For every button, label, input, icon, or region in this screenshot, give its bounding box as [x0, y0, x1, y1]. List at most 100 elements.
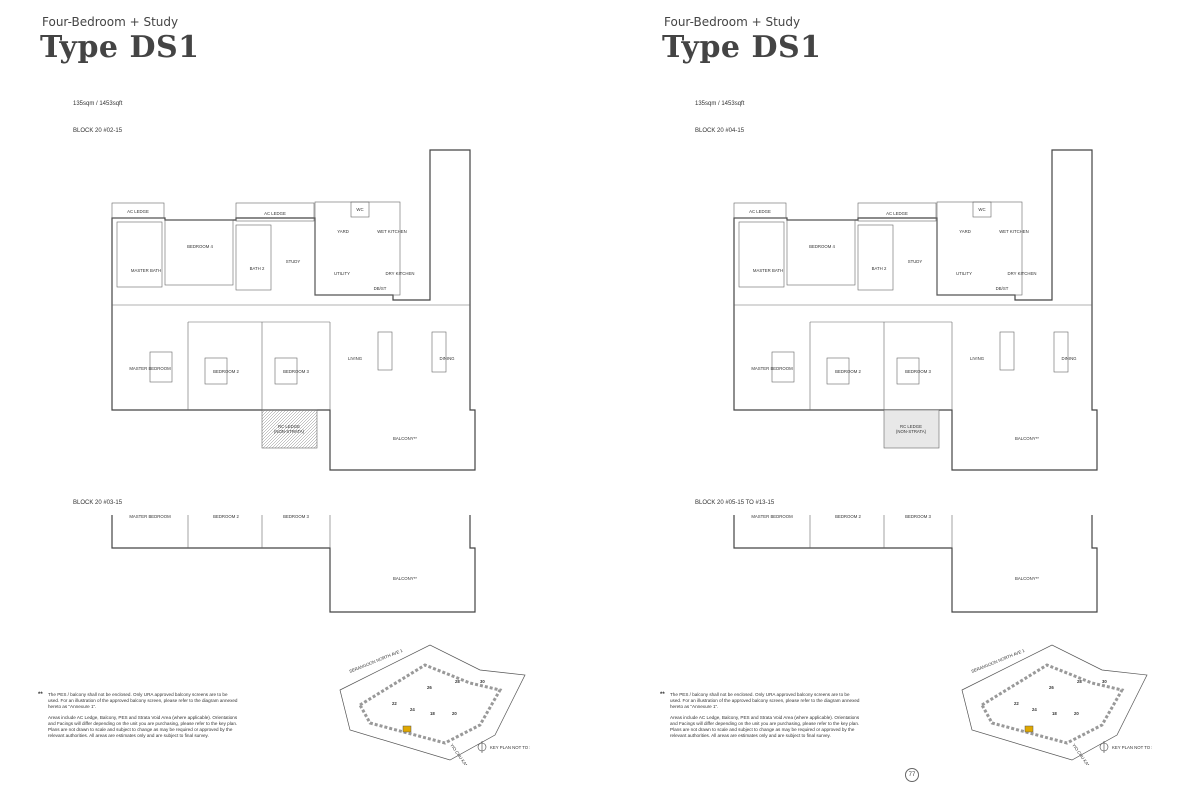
room-label-bedroom4: BEDROOM 4	[187, 244, 213, 249]
room-label-living: LIVING	[348, 356, 363, 361]
room-label-balcony: BALCONY**	[393, 436, 417, 441]
room-label-bath2: BATH 2	[250, 266, 265, 271]
kitchen-outline	[936, 201, 1023, 296]
brochure-page-left: Four-Bedroom + Study Type DS1 135sqm / 1…	[38, 15, 530, 765]
room-label-living: LIVING	[970, 356, 985, 361]
room-label-bedroom3: BEDROOM 3	[283, 514, 309, 519]
note-asterisk: **	[660, 692, 665, 698]
unit-area: 135sqm / 1453sqft	[695, 101, 745, 107]
room-label-rc-ledge: RC LEDGE	[278, 424, 300, 429]
room-label-ac-ledge: AC LEDGE	[264, 211, 286, 216]
room-label-bedroom2: BEDROOM 2	[835, 369, 861, 374]
key-plan-scale-note: KEY PLAN NOT TO SCALE	[1112, 745, 1152, 750]
bed3	[274, 357, 298, 385]
room-label-dry-kitchen: DRY KITCHEN	[386, 271, 415, 276]
room-label-wet-kitchen: WET KITCHEN	[999, 229, 1029, 234]
lower-plan-outline	[733, 515, 1098, 613]
highlighted-unit	[1024, 725, 1034, 733]
bedroom4-outline	[786, 219, 856, 286]
block-label-alt: BLOCK 20 #05-15 TO #13-15	[695, 500, 775, 506]
note-areas: Areas include AC Ledge, Balcony, PES and…	[670, 715, 860, 738]
room-label-balcony: BALCONY**	[393, 576, 417, 581]
room-label-study: STUDY	[286, 259, 301, 264]
bed3	[896, 357, 920, 385]
floor-plan: AC LEDGE AC LEDGE BEDROOM 4 MASTER BATH BATH…	[111, 149, 476, 613]
note-balcony: The PES / balcony shall not be enclosed.…	[48, 692, 238, 709]
block-number: 22	[392, 701, 397, 706]
dining-table	[431, 331, 447, 373]
room-label-utility: UTILITY	[956, 271, 972, 276]
block-label-main: BLOCK 20 #02-15	[73, 128, 123, 134]
lower-plan-outline	[111, 515, 476, 613]
room-label-master-bath: MASTER BATH	[131, 268, 161, 273]
block-number: 28	[455, 679, 460, 684]
notes-block: ** The PES / balcony shall not be enclos…	[38, 692, 238, 744]
wc-outline	[972, 201, 992, 218]
block-ring	[979, 663, 1125, 745]
dining-table	[1053, 331, 1069, 373]
floor-plan: AC LEDGE AC LEDGE BEDROOM 4 MASTER BATH BATH…	[733, 149, 1098, 613]
kitchen-outline	[314, 201, 401, 296]
bedroom4-outline	[164, 219, 234, 286]
unit-category: Four-Bedroom + Study	[664, 15, 801, 29]
block-number: 18	[430, 711, 435, 716]
room-label-ac-ledge: AC LEDGE	[127, 209, 149, 214]
room-label-bedroom3: BEDROOM 3	[905, 514, 931, 519]
room-label-dry-kitchen: DRY KITCHEN	[1008, 271, 1037, 276]
page-number: 77	[905, 768, 919, 782]
room-label-master-bath: MASTER BATH	[753, 268, 783, 273]
wc-outline	[350, 201, 370, 218]
rc-ledge	[883, 409, 940, 449]
room-label-study: STUDY	[908, 259, 923, 264]
room-label-ac-ledge: AC LEDGE	[749, 209, 771, 214]
room-label-master-bedroom: MASTER BEDROOM	[129, 514, 171, 519]
master-bed	[149, 351, 173, 383]
block-label-main: BLOCK 20 #04-15	[695, 128, 745, 134]
bed2	[204, 357, 228, 385]
room-label-dining: DINING	[1061, 356, 1077, 361]
room-label-yard: YARD	[959, 229, 971, 234]
room-label-balcony: BALCONY**	[1015, 436, 1039, 441]
block-number: 26	[427, 685, 432, 690]
room-label-dining: DINING	[439, 356, 455, 361]
highlighted-unit	[402, 725, 412, 733]
block-ring	[357, 663, 503, 745]
block-number: 18	[1052, 711, 1057, 716]
room-label-wc: WC	[978, 207, 985, 212]
unit-category: Four-Bedroom + Study	[42, 15, 179, 29]
block-number: 24	[1032, 707, 1037, 712]
site-boundary	[961, 644, 1148, 761]
room-label-bedroom4: BEDROOM 4	[809, 244, 835, 249]
room-label-bedroom2: BEDROOM 2	[835, 514, 861, 519]
room-label-ac-ledge: AC LEDGE	[886, 211, 908, 216]
block-number: 28	[1077, 679, 1082, 684]
room-label-wc: WC	[356, 207, 363, 212]
block-number: 30	[480, 679, 485, 684]
block-number: 24	[410, 707, 415, 712]
bath2-outline	[857, 224, 894, 291]
ac-ledge-middle	[235, 202, 315, 222]
unit-type-title: Type DS1	[662, 30, 822, 65]
room-label-rc-ledge: (NON-STRATA)	[896, 429, 927, 434]
ac-ledge-left	[733, 202, 787, 219]
room-label-master-bedroom: MASTER BEDROOM	[751, 514, 793, 519]
room-label-yard: YARD	[337, 229, 349, 234]
unit-area: 135sqm / 1453sqft	[73, 101, 123, 107]
ac-ledge-middle	[857, 202, 937, 222]
room-label-db-st: DB/ST	[374, 286, 387, 291]
block-number: 30	[1102, 679, 1107, 684]
master-bath-outline	[116, 221, 163, 288]
block-number: 22	[1014, 701, 1019, 706]
block-label-alt: BLOCK 20 #03-15	[73, 500, 123, 506]
road-label: SERANGOON NORTH AVE 1	[349, 648, 404, 674]
block-number: 20	[1074, 711, 1079, 716]
site-boundary	[339, 644, 526, 761]
ac-ledge-left	[111, 202, 165, 219]
room-label-bedroom2: BEDROOM 2	[213, 514, 239, 519]
room-label-bedroom2: BEDROOM 2	[213, 369, 239, 374]
block-number: 26	[1049, 685, 1054, 690]
room-label-rc-ledge: RC LEDGE	[900, 424, 922, 429]
room-label-bath2: BATH 2	[872, 266, 887, 271]
road-label: SERANGOON NORTH AVE 1	[971, 648, 1026, 674]
